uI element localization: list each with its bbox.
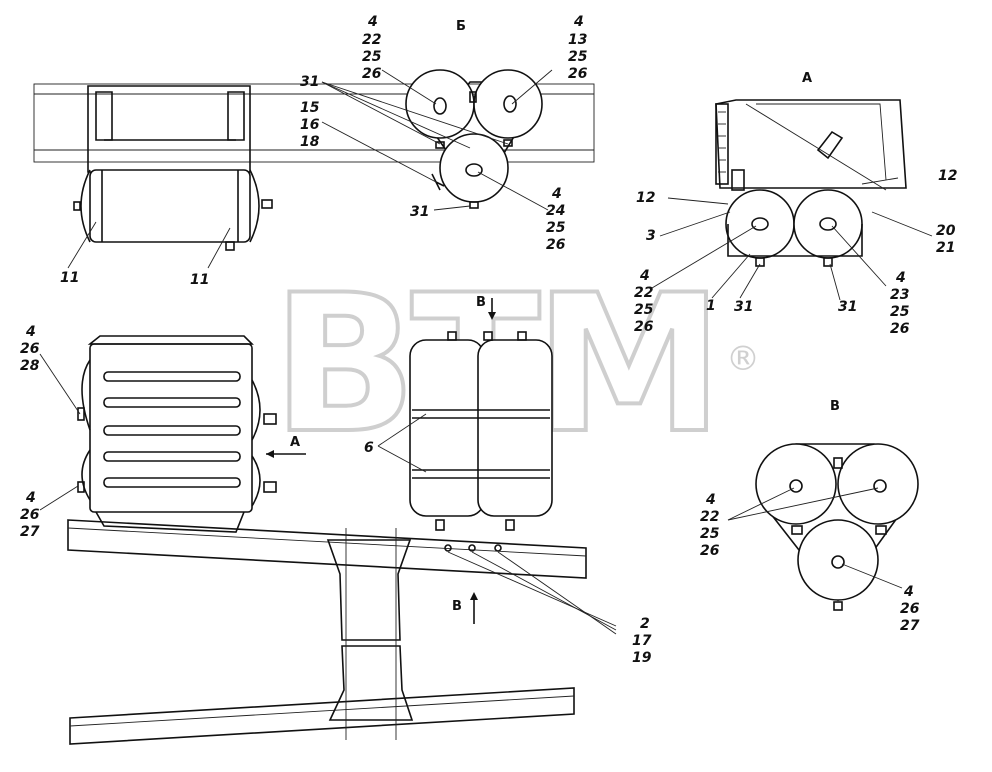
callout-26: 26: [700, 543, 720, 559]
callout-18: 18: [300, 134, 320, 150]
callout-16: 16: [300, 117, 320, 133]
air-tank-side: [89, 169, 251, 243]
view-letter-v: В: [830, 399, 840, 414]
callout-4: 4: [705, 492, 716, 508]
callout-22: 22: [362, 32, 381, 48]
callout-4: 4: [25, 490, 36, 506]
callout-2: 2: [640, 616, 650, 632]
callout-3: 3: [646, 228, 656, 244]
callout-25: 25: [634, 302, 654, 318]
callout-21: 21: [936, 240, 955, 256]
callout-11: 11: [60, 270, 79, 286]
callout-26: 26: [362, 66, 382, 82]
callout-19: 19: [632, 650, 652, 666]
callout-26: 26: [900, 601, 920, 617]
vertical-tank-left: [409, 339, 485, 517]
callout-28: 28: [20, 358, 40, 374]
callout-26: 26: [634, 319, 654, 335]
callout-20: 20: [936, 223, 956, 239]
middle-left-view: 4 26 28 4 26 27 А: [20, 324, 306, 540]
watermark-registered-mark: ®: [726, 339, 760, 379]
callout-31: 31: [300, 74, 319, 90]
view-arrow-b-label: В: [452, 599, 462, 614]
callout-26: 26: [568, 66, 588, 82]
callout-15: 15: [300, 100, 320, 116]
callout-13: 13: [568, 32, 587, 48]
callout-25: 25: [546, 220, 566, 236]
callout-4: 4: [639, 268, 650, 284]
frame-rail: [33, 83, 595, 163]
callout-12: 12: [636, 190, 655, 206]
center-assembly: 6 2 17 19 В В: [67, 295, 652, 745]
view-arrow-b-label: В: [476, 295, 486, 310]
vertical-tank-right: [477, 339, 553, 517]
callout-26: 26: [20, 507, 40, 523]
callout-4: 4: [551, 186, 562, 202]
callout-27: 27: [900, 618, 920, 634]
callout-4: 4: [903, 584, 914, 600]
callout-26: 26: [890, 321, 910, 337]
callout-6: 6: [364, 440, 374, 456]
tank-a-left: [725, 189, 795, 259]
crossmember-lower: [328, 645, 414, 721]
callout-4: 4: [895, 270, 906, 286]
bottom-right-view: В 4 22 25 26 4 26 27: [700, 399, 920, 634]
lower-rail: [69, 687, 575, 745]
callout-25: 25: [700, 526, 720, 542]
tank-v-right: [837, 443, 919, 525]
callout-1: 1: [706, 298, 716, 314]
tank-right: [473, 69, 543, 139]
callout-25: 25: [890, 304, 910, 320]
callout-25: 25: [362, 49, 382, 65]
mounting-bracket: [87, 85, 251, 173]
callout-27: 27: [20, 524, 40, 540]
callout-4: 4: [367, 14, 378, 30]
callout-22: 22: [700, 509, 719, 525]
tank-bottom: [439, 133, 509, 203]
callout-12: 12: [938, 168, 957, 184]
crossmember-upper: [326, 539, 412, 641]
callout-4: 4: [573, 14, 584, 30]
callout-31: 31: [410, 204, 429, 220]
callout-23: 23: [890, 287, 909, 303]
callout-31: 31: [838, 299, 857, 315]
upper-rail: [67, 519, 587, 579]
callout-24: 24: [546, 203, 565, 219]
callout-25: 25: [568, 49, 588, 65]
top-middle-view: Б 4 22 25 26 4 13 25 26 31 15 16 18 31: [300, 14, 588, 253]
view-arrow-a-label: А: [290, 435, 300, 450]
callout-17: 17: [632, 633, 652, 649]
tank-left: [405, 69, 475, 139]
top-left-view: 11 11: [33, 83, 595, 288]
callout-4: 4: [25, 324, 36, 340]
tank-v-bottom: [797, 519, 879, 601]
housing: [715, 99, 907, 189]
top-right-view: А 12 3 12 20 21 4 22 25 26 1 31: [634, 71, 957, 337]
callout-26: 26: [20, 341, 40, 357]
callout-26: 26: [546, 237, 566, 253]
view-letter-b: Б: [456, 19, 466, 34]
callout-11: 11: [190, 272, 209, 288]
callout-31: 31: [734, 299, 753, 315]
view-letter-a: А: [802, 71, 812, 86]
tank-v-left: [755, 443, 837, 525]
callout-22: 22: [634, 285, 653, 301]
